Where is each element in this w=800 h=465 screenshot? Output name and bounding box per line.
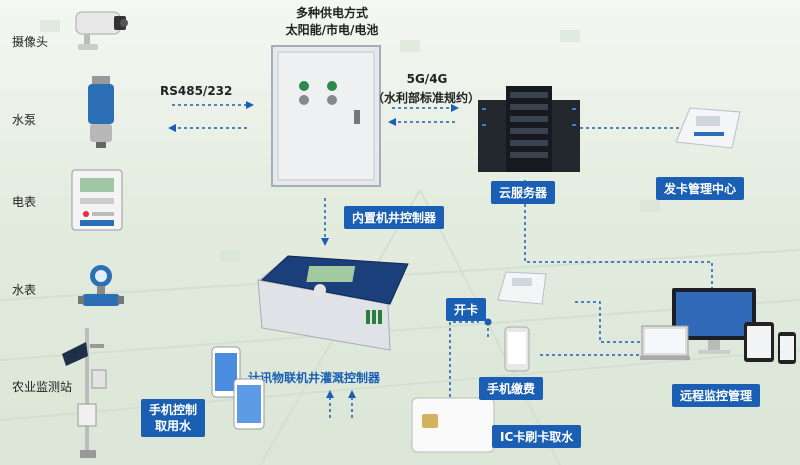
power-supply-options: 太阳能/市电/电池 <box>285 23 379 37</box>
device-label-camera: 摄像头 <box>12 35 49 49</box>
power-supply-caption: 多种供电方式 <box>295 6 368 20</box>
badge-ic-card: IC卡刷卡取水 <box>492 425 582 448</box>
device-label-pump: 水泵 <box>12 113 37 127</box>
ic-card-icon <box>411 397 495 453</box>
pump-icon <box>88 76 114 148</box>
irrigation-controller-icon <box>257 255 409 351</box>
link-protocol-label: （水利部标准规约） <box>371 91 480 105</box>
device-label-monitor-station: 农业监测站 <box>12 380 73 394</box>
device-label-electric-meter: 电表 <box>12 195 37 209</box>
badge-cloud-server: 云服务器 <box>491 181 556 204</box>
device-label-water-meter: 水表 <box>12 283 37 297</box>
water-meter-icon <box>78 265 124 306</box>
controller-label: 计讯物联机井灌溉控制器 <box>248 371 381 385</box>
camera-icon <box>75 11 128 50</box>
link-rs485-label: RS485/232 <box>160 84 233 98</box>
badge-open-card: 开卡 <box>446 298 487 321</box>
app-phones-icon <box>211 346 265 430</box>
badge-mobile-payment: 手机缴费 <box>479 377 544 400</box>
cloud-server-icon <box>478 86 580 172</box>
remote-monitoring-devices-icon <box>640 288 796 364</box>
mini-card-reader-icon <box>497 271 547 305</box>
mobile-phone-icon <box>504 326 530 372</box>
monitoring-station-icon <box>62 328 107 458</box>
card-reader-icon <box>675 107 741 149</box>
electric-meter-icon <box>71 169 123 231</box>
badge-card-management-center: 发卡管理中心 <box>656 177 745 200</box>
badge-phone-control: 手机控制 取用水 <box>141 399 206 437</box>
control-cabinet-icon <box>271 45 381 187</box>
badge-remote-monitoring: 远程监控管理 <box>672 384 761 407</box>
badge-built-in-controller: 内置机井控制器 <box>344 206 445 229</box>
link-5g-label: 5G/4G <box>406 72 448 86</box>
